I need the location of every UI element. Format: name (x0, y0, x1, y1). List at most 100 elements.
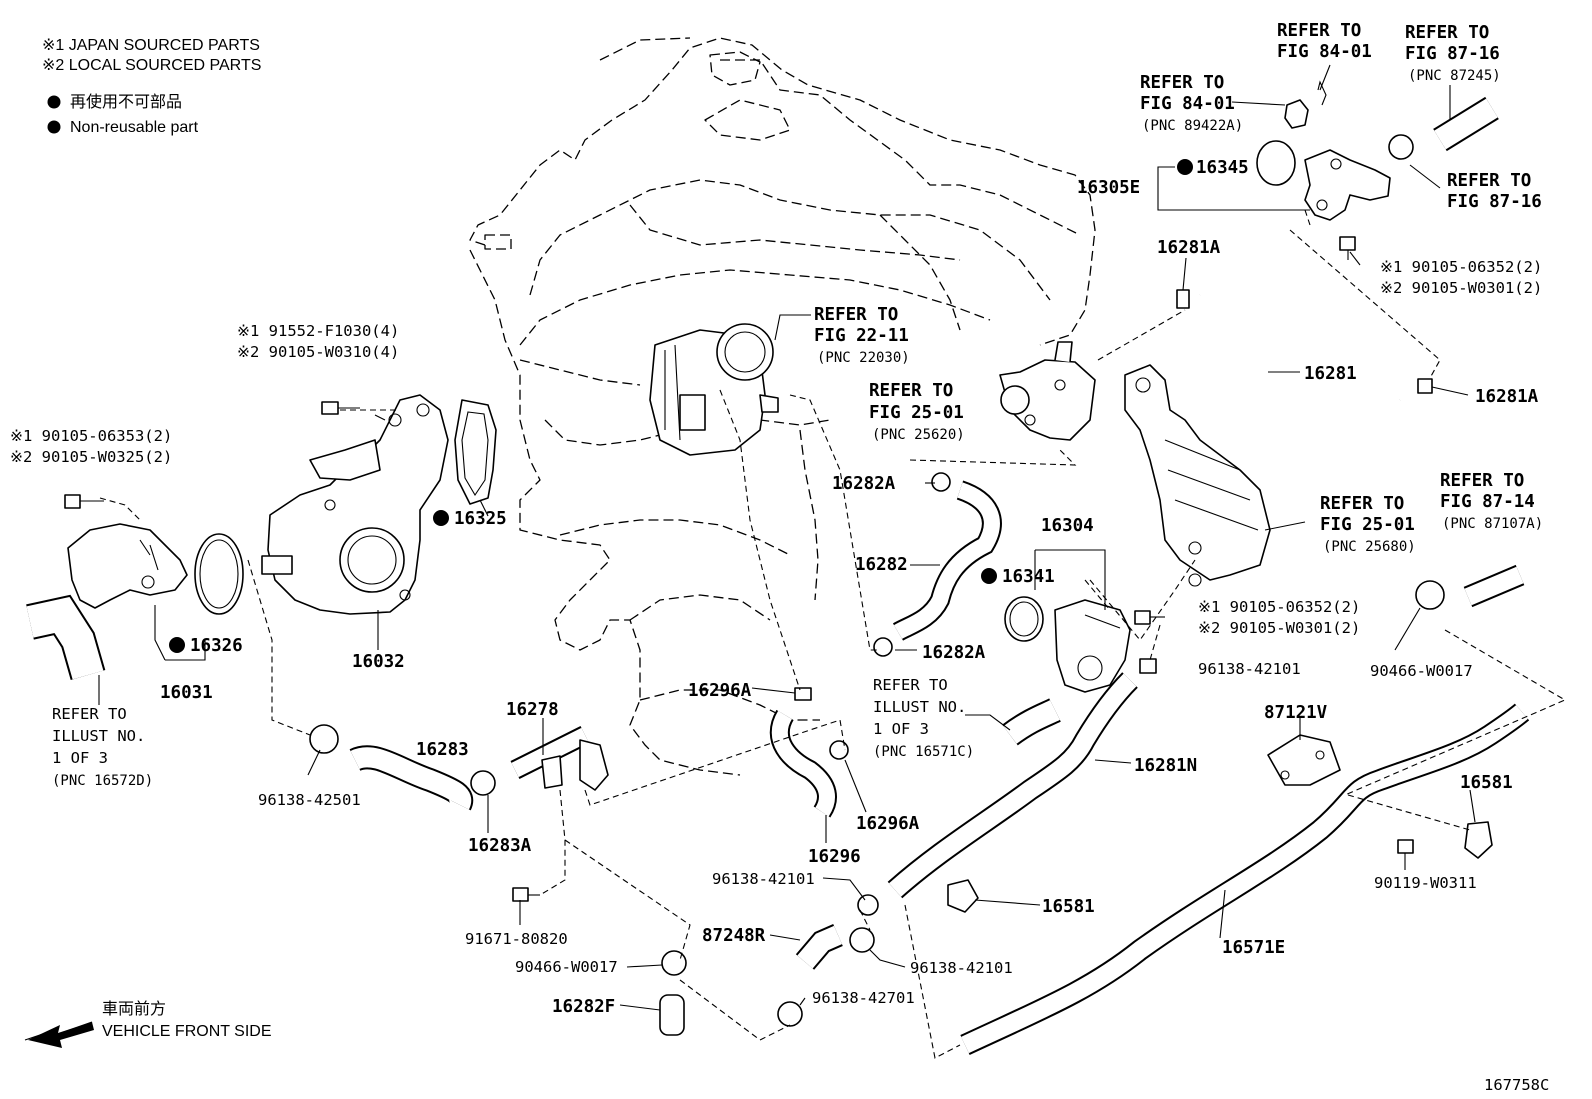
small-parts (24, 134, 1493, 1048)
part-label: 16278 (506, 700, 559, 720)
part-label: 16581 (1460, 773, 1513, 793)
illustration-id: 167758C (1484, 1076, 1549, 1094)
part-label: 16282 (855, 555, 908, 575)
ref-text: FIG 87-16 (1405, 44, 1500, 64)
clamp-icon (777, 1001, 803, 1027)
clamp-icon (1415, 580, 1445, 610)
bolt-label: ※2 90105-W0301(2) (1198, 619, 1360, 637)
throttle-body (649, 323, 779, 456)
vehicle-front-arrow-icon (28, 1022, 94, 1048)
legend-nonreusable-en: Non-reusable part (70, 119, 199, 136)
clamp-icon (470, 770, 496, 796)
bolt-label: ※2 90105-W0310(4) (237, 343, 399, 361)
non-reusable-markers (169, 159, 1193, 653)
ref-text: 1 OF 3 (52, 749, 108, 767)
part-label: 16296 (808, 847, 861, 867)
clamp-icon (309, 724, 339, 754)
ref-text: FIG 84-01 (1140, 94, 1235, 114)
clamp-icon (1464, 821, 1493, 859)
ref-text: (PNC 25620) (872, 427, 965, 443)
part-label: 90119-W0311 (1374, 874, 1477, 892)
thermostat (1004, 596, 1131, 693)
ref-text: REFER TO (1447, 171, 1531, 191)
ref-text: ILLUST NO. (873, 698, 966, 716)
clamp-icon (1139, 658, 1157, 674)
clamp-icon (857, 894, 879, 916)
non-reusable-dot-icon (47, 95, 61, 109)
clamp-icon (1417, 378, 1433, 394)
part-label: 91671-80820 (465, 930, 568, 948)
ref-text: FIG 84-01 (1277, 42, 1372, 62)
part-label: 96138-42101 (910, 959, 1013, 977)
legend-local-sourced: ※2 LOCAL SOURCED PARTS (42, 57, 261, 74)
part-label: 16282A (832, 474, 896, 494)
part-label: 16282A (922, 643, 986, 663)
ref-text: (PNC 87107A) (1442, 516, 1543, 532)
part-label: 16345 (1196, 158, 1249, 178)
clamp-icon (849, 927, 875, 953)
ref-text: FIG 22-11 (814, 326, 909, 346)
bolt-label: ※1 90105-06353(2) (10, 427, 172, 445)
part-label: 16304 (1041, 516, 1094, 536)
engine-outline (469, 37, 1096, 776)
ref-text: REFER TO (1277, 21, 1361, 41)
ref-text: REFER TO (1320, 494, 1404, 514)
part-label: 16325 (454, 509, 507, 529)
clamp-icon (873, 637, 893, 657)
part-label: 96138-42101 (712, 870, 815, 888)
ref-text: FIG 25-01 (1320, 515, 1415, 535)
part-label: 16283A (468, 836, 532, 856)
ref-text: FIG 25-01 (869, 403, 964, 423)
bolt-label: ※1 90105-06352(2) (1198, 598, 1360, 616)
part-label: 16581 (1042, 897, 1095, 917)
part-label: 87248R (702, 926, 766, 946)
clamp-icon (661, 950, 687, 976)
part-label: 16341 (1002, 567, 1055, 587)
part-label: 16305E (1077, 178, 1140, 198)
part-label: 16282F (552, 997, 615, 1017)
ref-text: REFER TO (869, 381, 953, 401)
part-label: 16283 (416, 740, 469, 760)
clamp-icon (794, 687, 812, 701)
part-label: 16281A (1157, 238, 1221, 258)
ref-text: (PNC 87245) (1408, 68, 1501, 84)
bolt-label: ※1 91552-F1030(4) (237, 322, 399, 340)
ref-text: REFER TO (1140, 73, 1224, 93)
ref-text: REFER TO (873, 676, 948, 694)
ref-text: REFER TO (1405, 23, 1489, 43)
vehicle-front-indicator: 車両前方 VEHICLE FRONT SIDE (102, 1000, 272, 1040)
clamp-icon (931, 472, 951, 492)
water-outlet-housing (999, 341, 1096, 441)
bracket-icon (1267, 734, 1341, 786)
legend-japan-sourced: ※1 JAPAN SOURCED PARTS (42, 37, 260, 54)
water-inlet-housing (67, 523, 244, 615)
ref-text: REFER TO (1440, 471, 1524, 491)
part-label: 90466-W0017 (515, 958, 618, 976)
part-label: 90466-W0017 (1370, 662, 1473, 680)
part-label: 16296A (856, 814, 920, 834)
ref-text: ILLUST NO. (52, 727, 145, 745)
front-label-jp: 車両前方 (102, 1000, 166, 1018)
non-reusable-dot-icon (433, 510, 449, 526)
part-label: 16571E (1222, 938, 1285, 958)
part-label: 96138-42701 (812, 989, 915, 1007)
ref-text: 1 OF 3 (873, 720, 929, 738)
clamp-icon (1388, 134, 1414, 160)
water-pump-cover (261, 394, 497, 615)
clamp-icon (829, 740, 849, 760)
part-label: 16281A (1475, 387, 1539, 407)
ref-text: (PNC 16572D) (52, 773, 153, 789)
part-label: 16281N (1134, 756, 1197, 776)
leader-lines (98, 64, 1567, 1059)
bolt-label: ※2 90105-W0301(2) (1380, 279, 1542, 297)
ref-text: (PNC 89422A) (1142, 118, 1243, 134)
reference-notes: REFER TO FIG 84-01 REFER TO FIG 84-01 (P… (52, 21, 1543, 789)
part-label: 16326 (190, 636, 243, 656)
non-reusable-dot-icon (1177, 159, 1193, 175)
ref-text: (PNC 22030) (817, 350, 910, 366)
part-label: 16031 (160, 683, 213, 703)
front-label-en: VEHICLE FRONT SIDE (102, 1023, 272, 1040)
part-label: 87121V (1264, 703, 1328, 723)
bolt-callouts: ※1 91552-F1030(4) ※2 90105-W0310(4) ※1 9… (10, 258, 1542, 637)
